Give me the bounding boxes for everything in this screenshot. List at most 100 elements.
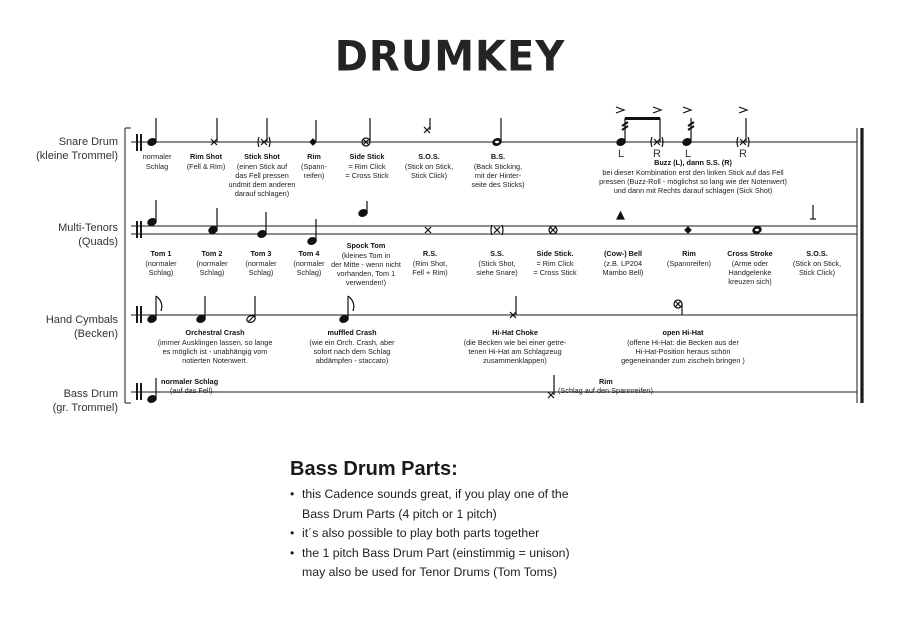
bass-normal-desc: (auf das Fell) [170,386,213,395]
cymbal-muffled-crash-desc-2: sofort nach dem Schlag [314,347,391,356]
cymbal-hihat-choke-desc-2: tenen Hi-Hat am Schlagzeug [468,347,561,356]
snare-sidestick-note [361,118,371,147]
snare-rim-desc-2: reifen) [304,171,325,180]
tenor-crossstroke-desc-1: (Arme oder [732,259,769,268]
cymbal-hihat-choke-note [509,296,517,319]
tenor-spocktom-title: Spock Tom [347,241,386,250]
cymbal-orchestral-crash-desc-2: es möglich ist - unabhängig vom [163,347,268,356]
snare-stickshot-title: Stick Shot [244,152,280,161]
cymbal-muffled-crash-title: muffled Crash [327,328,376,337]
snare-stickshot-desc-1: (einen Stick auf [237,162,288,171]
tenor-tom2-title: Tom 2 [202,249,223,258]
tenor-tom1-note [147,200,157,226]
snare-rim-title: Rim [307,152,321,161]
cymbal-muffled-crash-desc-1: (wie ein Orch. Crash, aber [309,338,395,347]
tenor-tom3-note [257,212,267,238]
tenor-rimshot-note [424,226,432,234]
snare-backsticking-note [492,118,502,146]
cymbal-eighth-note [147,295,163,323]
cymbal-orchestral-crash-desc-3: notierten Notenwert. [182,356,248,365]
tenor-rs-desc-1: (Rim Shot, [413,259,447,268]
tenor-rim-title: Rim [682,249,696,258]
tenor-ss-title: S.S. [490,249,504,258]
snare-sidestick-desc-1: = Rim Click [348,162,385,171]
tenor-spocktom-desc-1: (kleines Tom in [342,251,391,260]
snare-bs-desc-3: seite des Sticks) [471,180,524,189]
tenor-sidestick-title: Side Stick. [537,249,574,258]
drumkey-logo: DRUMKEY [334,32,566,82]
tenor-tom3-title: Tom 3 [251,249,272,258]
cymbal-open-hihat-title: open Hi-Hat [663,328,705,337]
snare-stickshot-desc-3: undmit dem anderen [229,180,296,189]
tenor-rim-note [684,226,692,234]
tenor-stickshot-note [490,224,504,236]
bass-rim-title: Rim [599,377,613,386]
tenor-crossstroke-desc-2: Handgelenke [728,268,771,277]
snare-rimshot-desc: (Fell & Rim) [187,162,226,171]
tenor-bell-title: (Cow-) Bell [604,249,642,258]
staff-name-tenors: Multi-Tenors [58,222,118,234]
bass-rim-desc: (Schlag auf den Spannreifen) [558,386,653,395]
list-item: •the 1 pitch Bass Drum Part (einstimmig … [290,545,570,580]
list-item: •it´s also possible to play both parts t… [290,526,540,540]
snare-normal-note [147,118,157,146]
tenor-tom4-desc-1: (normaler [293,259,325,268]
snare-rim-note [309,120,317,146]
snare-sos-desc-2: Stick Click) [411,171,447,180]
tenor-tom4-note [307,219,317,245]
tenor-tom1-title: Tom 1 [151,249,172,258]
tenor-sos-note [810,205,816,220]
notation-key-score: Snare Drum (kleine Trommel) Multi-Tenors… [36,106,864,414]
cymbal-open-hihat-note [673,299,683,315]
list-item: •this Cadence sounds great, if you play … [290,487,569,521]
staff-sub-cymbals: (Becken) [74,328,118,340]
tenor-tom1-desc-1: (normaler [145,259,177,268]
tenor-spocktom-desc-2: der Mitte - wenn nicht [331,260,401,269]
snare-stickshot-note [257,118,271,148]
bass-normal-title: normaler Schlag [161,377,218,386]
tenor-ss-desc-1: (Stick Shot, [478,259,515,268]
snare-bs-desc-1: (Back Sticking, [474,162,522,171]
tenor-tom2-desc-1: (normaler [196,259,228,268]
sticking-r-1: R [653,148,661,160]
tenor-spocktom-desc-4: verwenden!) [346,278,386,287]
cymbal-muffled-crash-desc-3: abdämpfen - staccato) [316,356,389,365]
snare-bs-desc-2: mit der Hinter- [475,171,522,180]
tenor-sos-desc-1: (Stick on Stick, [793,259,841,268]
tenor-spocktom-note [358,201,368,217]
tenor-rim-desc-1: (Spannreifen) [667,259,711,268]
tenor-bell-note [616,210,625,220]
snare-sos-title: S.O.S. [418,152,440,161]
tenor-tom2-desc-2: Schlag) [200,268,225,277]
cymbal-orchestral-crash-title: Orchestral Crash [185,328,244,337]
tenor-crossstroke-desc-3: kreuzen sich) [728,277,771,286]
tenor-crossstroke-title: Cross Stroke [727,249,772,258]
staff-sub-tenors: (Quads) [78,236,118,248]
bass-normal-note [147,378,157,403]
cymbal-orchestral-crash-half-note [246,296,256,323]
cymbal-hihat-choke-desc-1: (die Becken wie bei einer getre- [464,338,567,347]
snare-sidestick-desc-2: = Cross Stick [345,171,389,180]
tenor-ss-desc-2: siehe Snare) [476,268,517,277]
tenor-tom3-desc-1: (normaler [245,259,277,268]
snare-sos-note [423,118,431,134]
snare-bs-title: B.S. [491,152,505,161]
snare-stickshot-desc-4: darauf schlagen) [235,189,289,198]
bass-drum-parts-list: •this Cadence sounds great, if you play … [290,485,710,583]
snare-rimshot-note [210,118,218,146]
snare-sos-desc-1: (Stick on Stick, [405,162,453,171]
bass-rim-note [547,375,555,399]
tenor-tom3-desc-2: Schlag) [249,268,274,277]
snare-sidestick-title: Side Stick [350,152,386,161]
tenor-crossstroke-note [752,226,762,234]
tenor-tom4-title: Tom 4 [299,249,321,258]
tenor-rs-title: R.S. [423,249,437,258]
tenor-tom4-desc-2: Schlag) [297,268,322,277]
tenor-bell-desc-1: (z.B. LP204 [604,259,642,268]
staff-sub-bass: (gr. Trommel) [53,402,118,414]
tenor-tom1-desc-2: Schlag) [149,268,174,277]
tenor-rs-desc-2: Fell + Rim) [412,268,447,277]
snare-rim-desc-1: (Spann- [301,162,328,171]
cymbal-open-hihat-desc-3: gegeneinander zum zischeln bringen ) [621,356,745,365]
snare-rimshot-title: Rim Shot [190,152,223,161]
